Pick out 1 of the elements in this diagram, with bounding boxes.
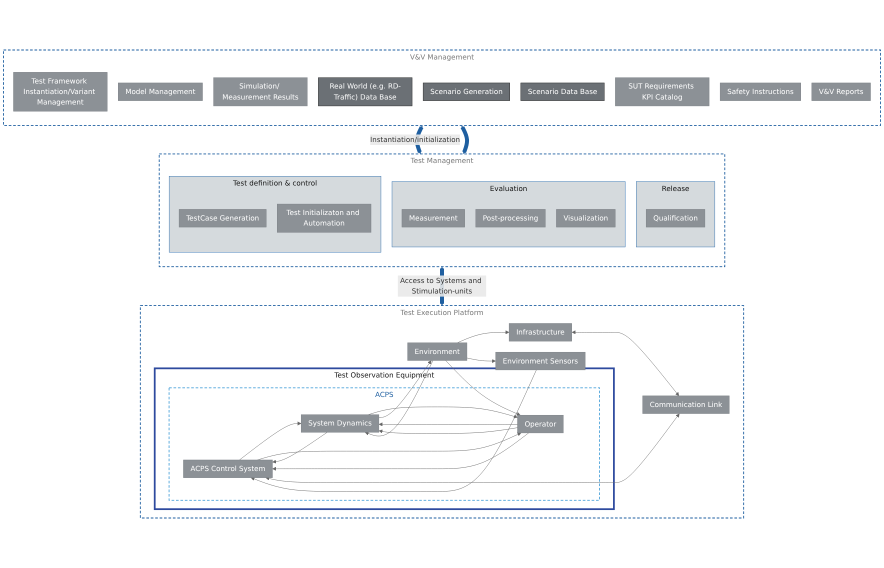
arrow: [460, 126, 470, 154]
